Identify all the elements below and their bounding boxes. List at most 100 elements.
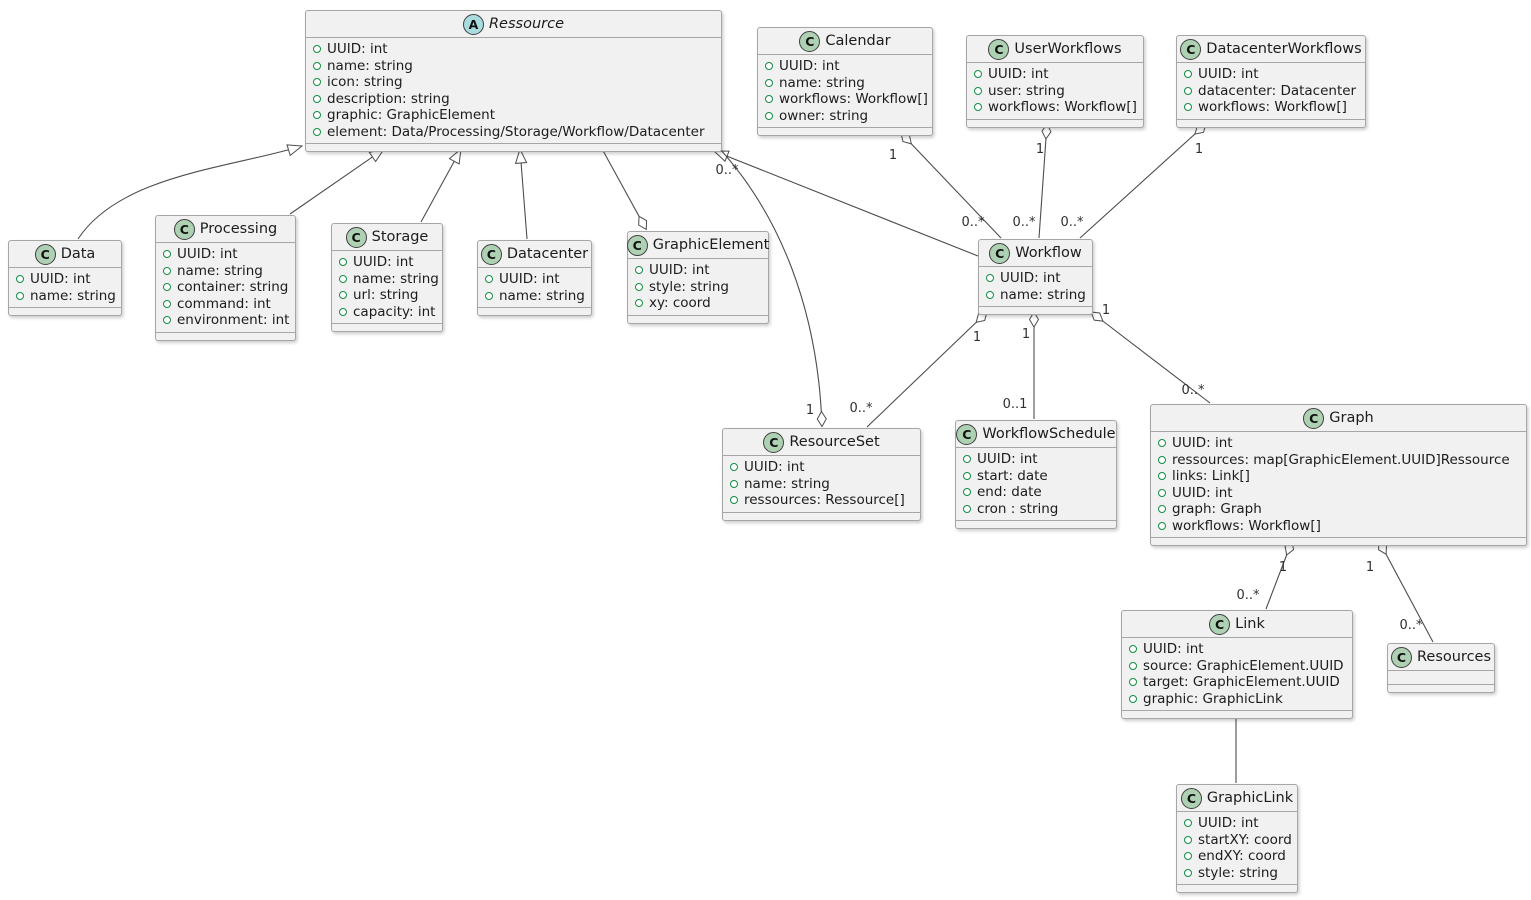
- attribute-text: url: string: [353, 287, 419, 304]
- attribute: datacenter: Datacenter: [1177, 83, 1365, 100]
- field-visibility-icon: [1158, 439, 1166, 448]
- attribute-text: xy: coord: [649, 295, 711, 312]
- attribute-text: name: string: [744, 475, 830, 492]
- field-visibility-icon: [313, 111, 321, 120]
- field-visibility-icon: [339, 307, 347, 316]
- multiplicity-label: 1: [889, 148, 897, 163]
- multiplicity-label: 1: [973, 330, 981, 345]
- attribute-text: UUID: int: [499, 271, 560, 288]
- attribute: UUID: int: [9, 271, 121, 288]
- class-name: ResourceSet: [789, 434, 880, 450]
- attribute-text: name: string: [327, 57, 413, 74]
- field-visibility-icon: [485, 275, 493, 284]
- field-visibility-icon: [1184, 70, 1192, 79]
- multiplicity-label: 0..*: [1181, 383, 1205, 398]
- attribute: name: string: [156, 263, 295, 280]
- attribute: graphic: GraphicLink: [1122, 691, 1352, 708]
- multiplicity-label: 1: [806, 403, 814, 418]
- attribute: name: string: [332, 271, 442, 288]
- field-visibility-icon: [765, 95, 773, 104]
- attribute: UUID: int: [979, 270, 1092, 287]
- class-spot-icon: C: [956, 423, 978, 445]
- field-visibility-icon: [963, 488, 971, 497]
- field-visibility-icon: [635, 282, 643, 291]
- field-visibility-icon: [1129, 694, 1137, 703]
- field-visibility-icon: [765, 78, 773, 87]
- attribute: workflows: Workflow[]: [967, 99, 1143, 116]
- edge-graph-resources-aggregation: [1378, 540, 1434, 643]
- methods-compartment: [156, 331, 295, 340]
- attribute: UUID: int: [156, 246, 295, 263]
- edge-workflow-graph-aggregation: [1090, 311, 1211, 404]
- attribute: command: int: [156, 296, 295, 313]
- class-spot-icon: C: [34, 243, 56, 265]
- edge-ressource-graphicelement-aggregation: [600, 146, 648, 231]
- field-visibility-icon: [730, 496, 738, 505]
- attribute-text: style: string: [649, 278, 729, 295]
- class-spot-icon: C: [1180, 787, 1202, 809]
- edge-workflow-resourceset-aggregation: [866, 311, 988, 428]
- attribute: workflows: Workflow[]: [758, 91, 932, 108]
- field-visibility-icon: [163, 299, 171, 308]
- attribute: UUID: int: [306, 41, 721, 58]
- field-visibility-icon: [635, 299, 643, 308]
- attribute-text: target: GraphicElement.UUID: [1143, 674, 1340, 691]
- attribute-text: UUID: int: [744, 459, 805, 476]
- field-visibility-icon: [1158, 521, 1166, 530]
- field-visibility-icon: [635, 266, 643, 275]
- multiplicity-label: 0..*: [1236, 588, 1260, 603]
- attribute-text: name: string: [779, 74, 865, 91]
- class-spot-icon: C: [988, 38, 1010, 60]
- attribute-text: owner: string: [779, 107, 869, 124]
- attribute-text: UUID: int: [1198, 815, 1259, 832]
- attribute-text: name: string: [499, 287, 585, 304]
- field-visibility-icon: [1184, 103, 1192, 112]
- attribute-text: environment: int: [177, 312, 290, 329]
- edge-datacenter-extends-ressource: [520, 149, 528, 240]
- attribute: icon: string: [306, 74, 721, 91]
- attribute-text: ressources: map[GraphicElement.UUID]Ress…: [1172, 451, 1510, 468]
- attribute-text: UUID: int: [1172, 484, 1233, 501]
- attribute: name: string: [723, 476, 920, 493]
- multiplicity-label: 0..1: [1003, 397, 1028, 412]
- methods-compartment: [956, 520, 1116, 528]
- attribute: xy: coord: [628, 295, 768, 312]
- attribute-text: user: string: [988, 82, 1065, 99]
- attribute-text: element: Data/Processing/Storage/Workflo…: [327, 123, 705, 140]
- attributes-compartment: UUID: int ressources: map[GraphicElement.…: [1151, 431, 1526, 537]
- attribute-text: datacenter: Datacenter: [1198, 82, 1357, 99]
- attribute-text: capacity: int: [353, 303, 436, 320]
- methods-compartment: [478, 307, 591, 315]
- edge-storage-extends-ressource: [420, 149, 461, 223]
- attribute: name: string: [758, 75, 932, 92]
- multiplicity-label: 1: [1279, 560, 1287, 575]
- attribute-text: ressources: Ressource[]: [744, 492, 905, 509]
- class-spot-icon: C: [480, 243, 502, 265]
- attribute: UUID: int: [1151, 485, 1526, 502]
- attribute-text: source: GraphicElement.UUID: [1143, 657, 1344, 674]
- methods-compartment: [1177, 118, 1365, 127]
- attribute: UUID: int: [1177, 815, 1297, 832]
- field-visibility-icon: [986, 290, 994, 299]
- field-visibility-icon: [163, 316, 171, 325]
- attribute-text: name: string: [353, 270, 439, 287]
- methods-compartment: [1122, 710, 1352, 718]
- edge-datacenterworkflows-workflow-aggregation: [1079, 123, 1207, 239]
- attribute: UUID: int: [628, 262, 768, 279]
- attribute-text: UUID: int: [977, 451, 1038, 468]
